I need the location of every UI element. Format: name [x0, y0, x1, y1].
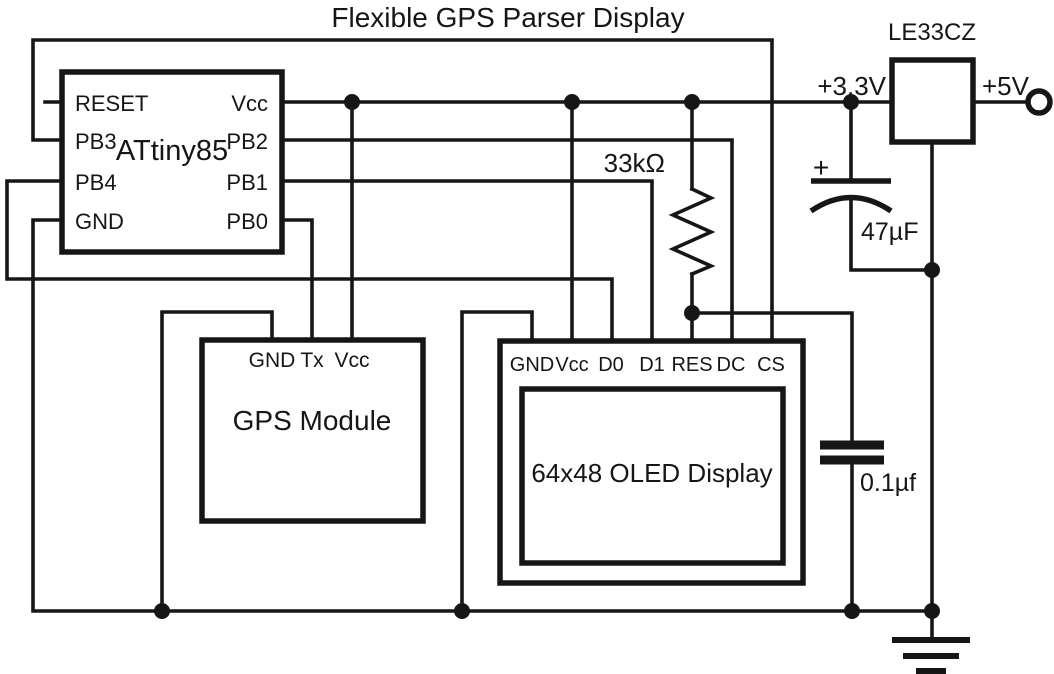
gps-pin-vcc: Vcc — [334, 349, 369, 372]
diagram-title: Flexible GPS Parser Display — [331, 2, 684, 33]
attiny85-pin-pb4: PB4 — [75, 170, 117, 195]
oled-screen-box — [519, 386, 786, 566]
junction-dot — [844, 603, 860, 619]
resistor-zigzag — [668, 186, 716, 277]
junction-dot — [344, 94, 360, 110]
oled-pin-cs: CS — [757, 354, 785, 376]
gps-pin-tx: Tx — [300, 349, 324, 372]
attiny85-pin-vcc: Vcc — [231, 91, 268, 116]
attiny85-pin-gnd: GND — [75, 209, 124, 234]
cap47-polarity-mark: + — [813, 152, 829, 183]
cap01-label: 0.1µf — [860, 469, 916, 497]
attiny85-pin-pb0: PB0 — [226, 209, 268, 234]
resistor-component: 33kΩ — [604, 148, 716, 277]
wire-pb0-to-gps-tx — [280, 218, 314, 342]
wire-res-to-cap01 — [690, 311, 854, 443]
oled-pin-d0: D0 — [598, 354, 624, 376]
oled-pin-d1: D1 — [639, 354, 665, 376]
electrolytic-capacitor-component: + 47µF — [809, 152, 918, 246]
rail-3v3-label: +3.3V — [817, 71, 886, 101]
attiny85-box — [59, 69, 285, 255]
junction-dot — [684, 94, 700, 110]
junction-dots — [154, 94, 940, 619]
wire-pb1-to-oled-d1 — [280, 179, 654, 343]
oled-pin-vcc: Vcc — [555, 354, 588, 376]
gps-module-label: GPS Module — [233, 405, 392, 436]
wire-pb4-to-oled-d0 — [5, 179, 614, 343]
ground-symbol-icon — [892, 609, 970, 674]
wire-pb2-to-oled-dc — [280, 138, 734, 343]
rail-5v-label: +5V — [982, 71, 1030, 101]
junction-dot — [564, 94, 580, 110]
wires — [5, 38, 1030, 613]
attiny85-pin-pb3: PB3 — [75, 129, 117, 154]
junction-dot — [924, 262, 940, 278]
junction-dot — [684, 305, 700, 321]
gps-pin-gnd: GND — [249, 349, 296, 372]
attiny85-pin-pb2: PB2 — [226, 129, 268, 154]
attiny85-component: ATtiny85 RESET PB3 PB4 GND Vcc PB2 PB1 P… — [43, 69, 285, 255]
oled-display-label: 64x48 OLED Display — [531, 458, 772, 488]
junction-dot — [154, 603, 170, 619]
oled-pin-dc: DC — [717, 354, 746, 376]
attiny85-pin-pb1: PB1 — [226, 170, 268, 195]
oled-pin-res: RES — [671, 354, 712, 376]
regulator-box — [889, 57, 976, 145]
cap47-plate-negative — [809, 194, 893, 214]
wire-cap47-neg — [849, 198, 934, 272]
cap47-label: 47µF — [861, 218, 918, 246]
voltage-regulator-component: LE33CZ +3.3V +5V — [817, 19, 1053, 145]
wire-pb3-to-oled-cs — [31, 38, 774, 343]
regulator-label: LE33CZ — [888, 19, 976, 46]
wire-oled-gnd — [460, 310, 534, 613]
junction-dot — [454, 603, 470, 619]
oled-display-component: 64x48 OLED Display GND Vcc D0 D1 RES DC … — [497, 338, 806, 586]
resistor-label: 33kΩ — [604, 148, 665, 178]
junction-dot — [843, 94, 859, 110]
gps-module-component: GPS Module GND Tx Vcc — [199, 337, 426, 524]
attiny85-label: ATtiny85 — [116, 135, 228, 167]
wire-ground-rail — [31, 218, 934, 613]
gps-module-box — [199, 337, 426, 524]
5v-input-terminal-icon — [1025, 88, 1053, 116]
ceramic-capacitor-component: 0.1µf — [820, 440, 916, 497]
attiny85-pin-reset: RESET — [75, 91, 148, 116]
oled-pin-gnd: GND — [510, 354, 554, 376]
wire-gps-gnd — [160, 310, 274, 613]
